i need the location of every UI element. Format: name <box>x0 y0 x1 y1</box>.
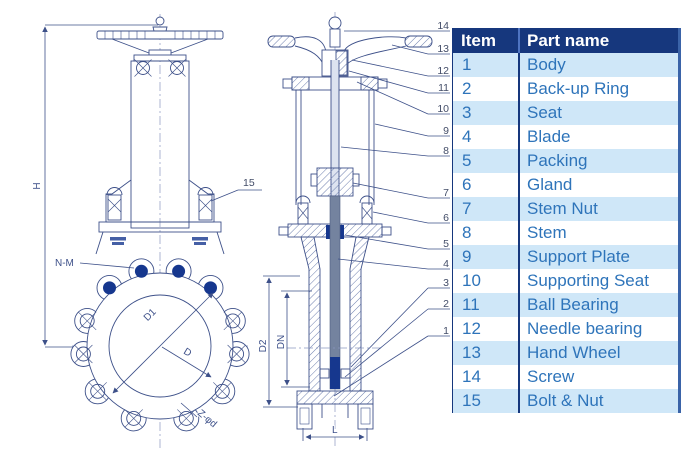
cast-marking-left <box>110 237 126 245</box>
item-cell: 13 <box>453 341 520 365</box>
flange-od-label: D2 <box>258 339 269 352</box>
bolt-pattern-callout: N-M <box>54 257 135 270</box>
part-name-cell: Needle bearing <box>527 319 643 338</box>
table-row: 8 Stem <box>453 221 678 245</box>
parts-table-header: Item Part name <box>453 28 678 53</box>
callout-12: 12 <box>437 65 449 77</box>
callout-6: 6 <box>443 212 449 224</box>
part-name-cell: Screw <box>527 367 575 386</box>
part-name-cell: Support Plate <box>527 247 631 266</box>
hand-wheel-front <box>96 16 224 59</box>
table-row: 4 Blade <box>453 125 678 149</box>
item-cell: 15 <box>453 389 520 413</box>
part-name-cell: Packing <box>527 151 588 170</box>
stem-nut-section <box>310 167 360 197</box>
part-name-cell: Bolt & Nut <box>527 391 604 410</box>
callout-8: 8 <box>443 145 449 157</box>
bolt-count-label: Z-φd <box>195 408 219 430</box>
table-row: 12 Needle bearing <box>453 317 678 341</box>
valve-technical-drawing: H <box>31 12 450 450</box>
bolt-hole-dark <box>204 281 217 295</box>
parts-table-body: 1 Body 2 Back-up Ring 3 Seat 4 Blade 5 Packing 6 Gl… <box>453 53 678 413</box>
seat-section <box>319 368 330 379</box>
table-row: 6 Gland <box>453 173 678 197</box>
item-cell: 11 <box>453 293 520 317</box>
dimension-nominal-bore: DN <box>275 290 312 388</box>
item-cell: 6 <box>453 173 520 197</box>
item-cell: 4 <box>453 125 520 149</box>
part-name-cell: Ball Bearing <box>527 295 619 314</box>
item-cell: 12 <box>453 317 520 341</box>
bolt-hole-dark <box>103 281 116 295</box>
item-cell: 10 <box>453 269 520 293</box>
callout-5: 5 <box>443 238 449 250</box>
callout-10: 10 <box>437 103 449 115</box>
bolt-hole-dark <box>134 264 148 278</box>
table-row: 9 Support Plate <box>453 245 678 269</box>
bolt-pattern-label: N-M <box>55 258 74 269</box>
gland-area-front <box>95 179 225 255</box>
part-name-cell: Stem <box>527 223 567 242</box>
table-row: 15 Bolt & Nut <box>453 389 678 413</box>
front-view: H <box>31 14 262 450</box>
dimension-flange-od: D2 <box>257 275 300 408</box>
table-row: 7 Stem Nut <box>453 197 678 221</box>
item-column-header: Item <box>453 28 520 53</box>
part-name-column-header: Part name <box>527 31 610 50</box>
item-cell: 5 <box>453 149 520 173</box>
part-name-cell: Body <box>527 55 566 74</box>
callout-15-number: 15 <box>243 177 255 189</box>
part-name-cell: Stem Nut <box>527 199 598 218</box>
face-to-face-label: L <box>332 425 338 436</box>
cast-marking-right <box>192 237 208 245</box>
callout-11: 11 <box>438 82 449 94</box>
callout-numbers: 14 13 12 11 10 9 8 7 6 5 4 3 2 1 <box>333 20 450 397</box>
table-row: 11 Ball Bearing <box>453 293 678 317</box>
callout-13: 13 <box>437 43 449 55</box>
table-row: 13 Hand Wheel <box>453 341 678 365</box>
hand-wheel-section <box>267 35 433 77</box>
item-cell: 9 <box>453 245 520 269</box>
part-name-cell: Blade <box>527 127 571 146</box>
part-name-cell: Seat <box>527 103 562 122</box>
callout-1: 1 <box>443 325 449 337</box>
part-name-cell: Supporting Seat <box>527 271 649 290</box>
yoke-bolt-left <box>134 59 152 77</box>
callout-9: 9 <box>443 125 449 137</box>
screw-top <box>328 16 342 48</box>
callout-4: 4 <box>443 258 449 270</box>
nominal-bore-label: DN <box>276 335 287 349</box>
item-cell: 2 <box>453 77 520 101</box>
item-cell: 3 <box>453 101 520 125</box>
section-view: L D2 DN 14 13 12 11 10 9 8 7 6 5 4 3 2 1 <box>257 12 450 448</box>
item-cell: 1 <box>453 53 520 77</box>
table-row: 5 Packing <box>453 149 678 173</box>
support-plate-front <box>130 54 190 229</box>
part-name-cell: Back-up Ring <box>527 79 630 98</box>
table-row: 2 Back-up Ring <box>453 77 678 101</box>
height-label: H <box>32 182 43 189</box>
part-name-cell: Hand Wheel <box>527 343 621 362</box>
bottom-flange-section <box>296 390 374 430</box>
body-flange-front <box>70 258 250 432</box>
yoke-bolt-right <box>168 59 186 77</box>
table-row: 10 Supporting Seat <box>453 269 678 293</box>
table-row: 3 Seat <box>453 101 678 125</box>
table-row: 14 Screw <box>453 365 678 389</box>
backup-ring-section <box>340 368 351 379</box>
item-cell: 14 <box>453 365 520 389</box>
bolt-hole-dark <box>172 264 186 278</box>
table-row: 1 Body <box>453 53 678 77</box>
callout-3: 3 <box>443 277 449 289</box>
item-cell: 8 <box>453 221 520 245</box>
callout-14: 14 <box>437 20 449 32</box>
item-cell: 7 <box>453 197 520 221</box>
part-name-cell: Gland <box>527 175 573 194</box>
callout-2: 2 <box>443 298 449 310</box>
callout-7: 7 <box>443 187 449 199</box>
callout-15: 15 <box>210 177 262 202</box>
dimension-face-to-face: L <box>302 424 368 441</box>
blade-section <box>287 195 383 390</box>
